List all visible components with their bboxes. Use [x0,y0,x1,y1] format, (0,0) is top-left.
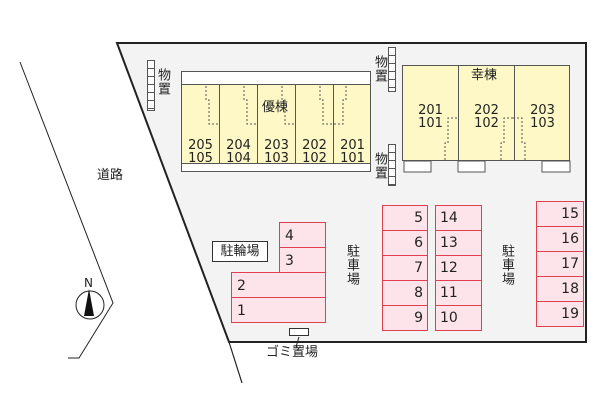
bicycle-parking: 駐輪場 [212,241,268,262]
parking-space-13[interactable]: 13 [435,230,482,256]
parking-space-5[interactable]: 5 [382,205,428,231]
compass-north-label: N [84,276,93,290]
parking-space-9[interactable]: 9 [382,305,428,331]
storage-box-upper [388,47,396,92]
storage-label-left: 物置 [155,68,170,96]
parking-space-4[interactable]: 4 [279,222,326,248]
storage-box-lower [388,144,396,186]
parking-space-12[interactable]: 12 [435,255,482,281]
unit-yu-202[interactable]: 202 102 [296,85,334,171]
parking-space-3[interactable]: 3 [279,247,326,273]
building-yu-name: 優棟 [262,100,289,115]
compass-icon [75,289,105,320]
parking-space-14[interactable]: 14 [435,205,482,231]
road-label: 道路 [97,168,124,183]
unit-yu-201[interactable]: 201 101 [340,138,365,166]
parking-space-6[interactable]: 6 [382,230,428,256]
garbage-leader-line [295,336,300,348]
parking-space-17[interactable]: 17 [536,251,584,277]
storage-box-left [147,60,155,111]
unit-ko-202[interactable]: 202 102 [459,66,515,160]
storage-label-upper: 物置 [372,55,387,83]
unit-ko-203[interactable]: 203 103 [530,103,555,131]
unit-yu-204[interactable]: 204 104 [220,85,258,171]
parking-space-19[interactable]: 19 [536,301,584,327]
parking-space-8[interactable]: 8 [382,280,428,306]
building-yu-footer [182,163,370,171]
garbage-area-label: ゴミ置場 [266,345,319,360]
parking-space-1[interactable]: 1 [231,297,326,323]
road-edge-line [228,341,243,384]
parking-space-18[interactable]: 18 [536,276,584,302]
unit-ko-201[interactable]: 201 101 [403,66,459,160]
parking-space-7[interactable]: 7 [382,255,428,281]
unit-yu-203[interactable]: 203 103 [258,85,296,171]
parking-space-2[interactable]: 2 [231,272,326,298]
building-yu: 205 105 204 104 203 103 202 102 201 101 … [181,84,371,172]
parking-space-16[interactable]: 16 [536,226,584,252]
parking-space-10[interactable]: 10 [435,305,482,331]
parking-label-right: 駐車場 [499,244,514,286]
building-ko-name: 幸棟 [471,68,498,83]
parking-label-left: 駐車場 [344,244,359,286]
unit-yu-205[interactable]: 205 105 [182,85,220,171]
building-yu-balcony [181,71,371,85]
garbage-area-box [289,328,309,336]
building-ko: 201 101 202 102 203 103 幸棟 [402,65,570,161]
parking-space-11[interactable]: 11 [435,280,482,306]
road-far-edge-line [19,61,114,359]
parking-space-15[interactable]: 15 [536,201,584,227]
storage-label-lower: 物置 [372,152,387,180]
